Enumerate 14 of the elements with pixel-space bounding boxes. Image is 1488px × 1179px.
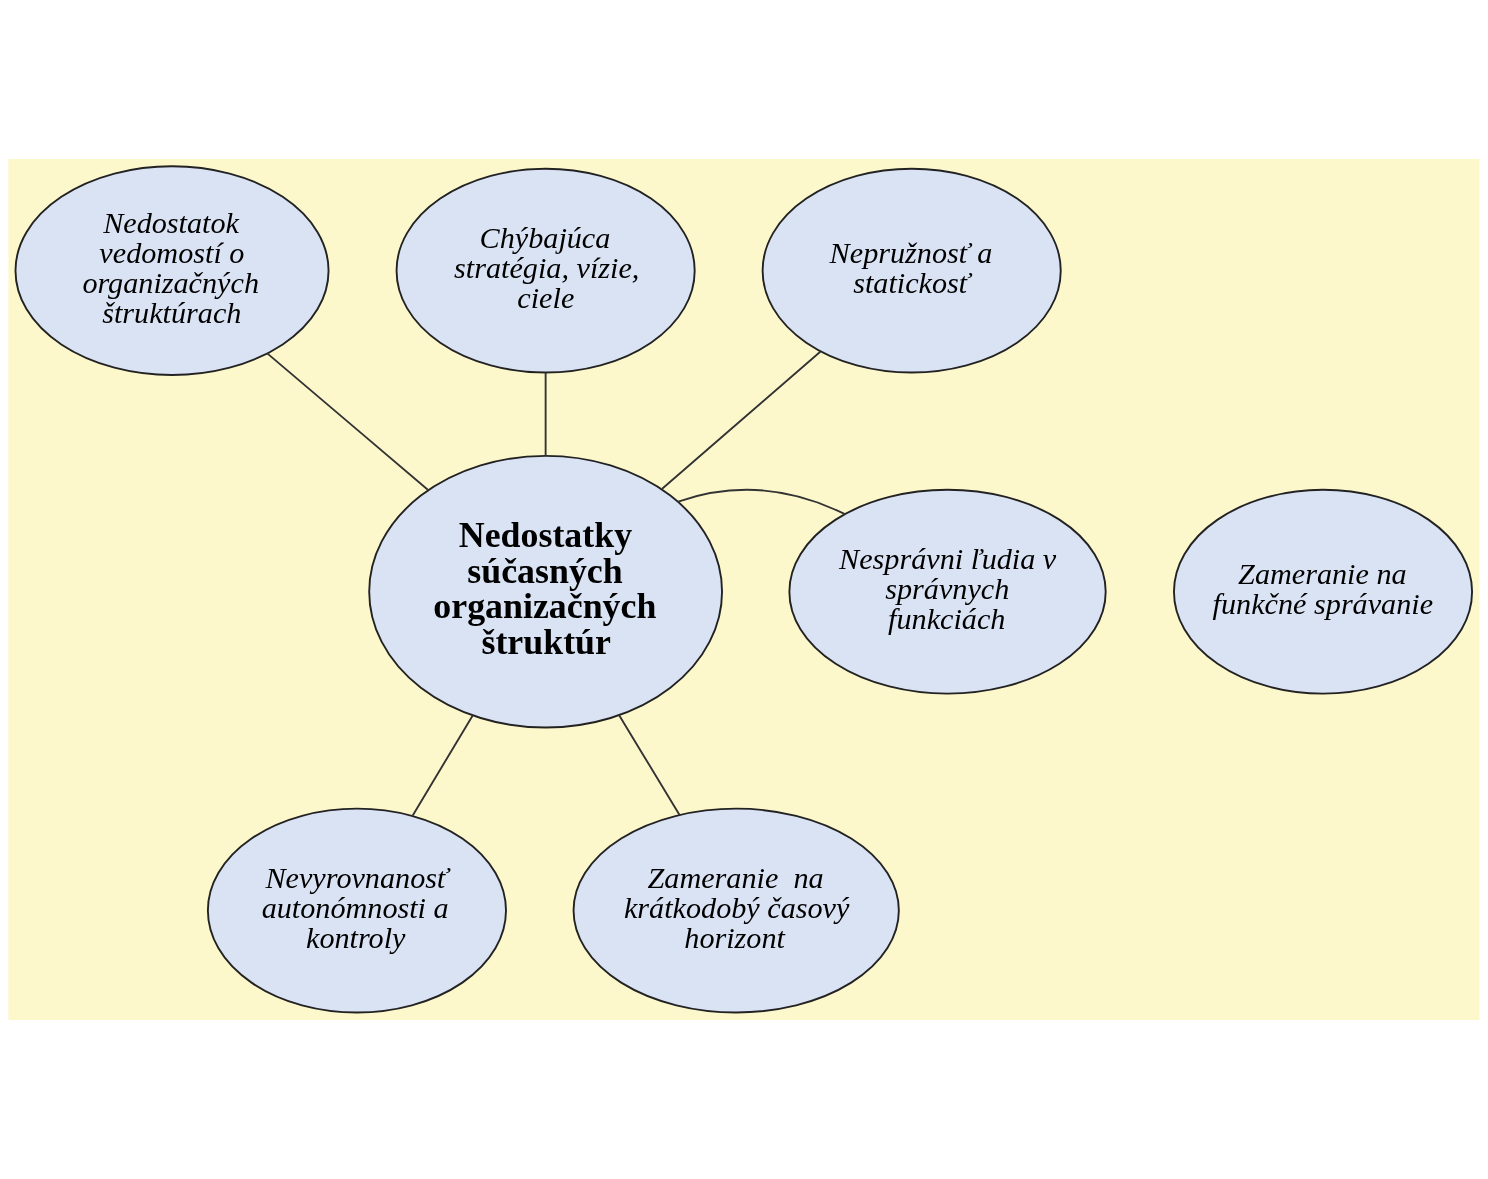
node-ellipse: Nedostatky súčasných organizačných štruktúr: [368, 454, 723, 729]
connector: [677, 488, 846, 515]
connector: [266, 352, 429, 491]
node-ellipse: Nedostatok vedomostí o organizačných štruktúrach: [14, 165, 330, 376]
connector: [661, 350, 822, 490]
connector: [544, 371, 547, 457]
node-ellipse: Chýbajúca stratégia, vízie, ciele: [395, 167, 696, 374]
node-ellipse: Nevyrovnanosť autonómnosti a kontroly: [206, 807, 507, 1014]
connector: [618, 714, 681, 816]
node-ellipse: Nesprávni ľudia v správnych funkciách: [788, 488, 1107, 695]
node-ellipse: Nepružnosť a statickosť: [761, 167, 1062, 374]
node-ellipse: Zameranie na funkčné správanie: [1173, 488, 1474, 695]
connector: [411, 714, 474, 817]
node-ellipse: Zameranie na krátkodobý časový horizont: [572, 807, 900, 1014]
